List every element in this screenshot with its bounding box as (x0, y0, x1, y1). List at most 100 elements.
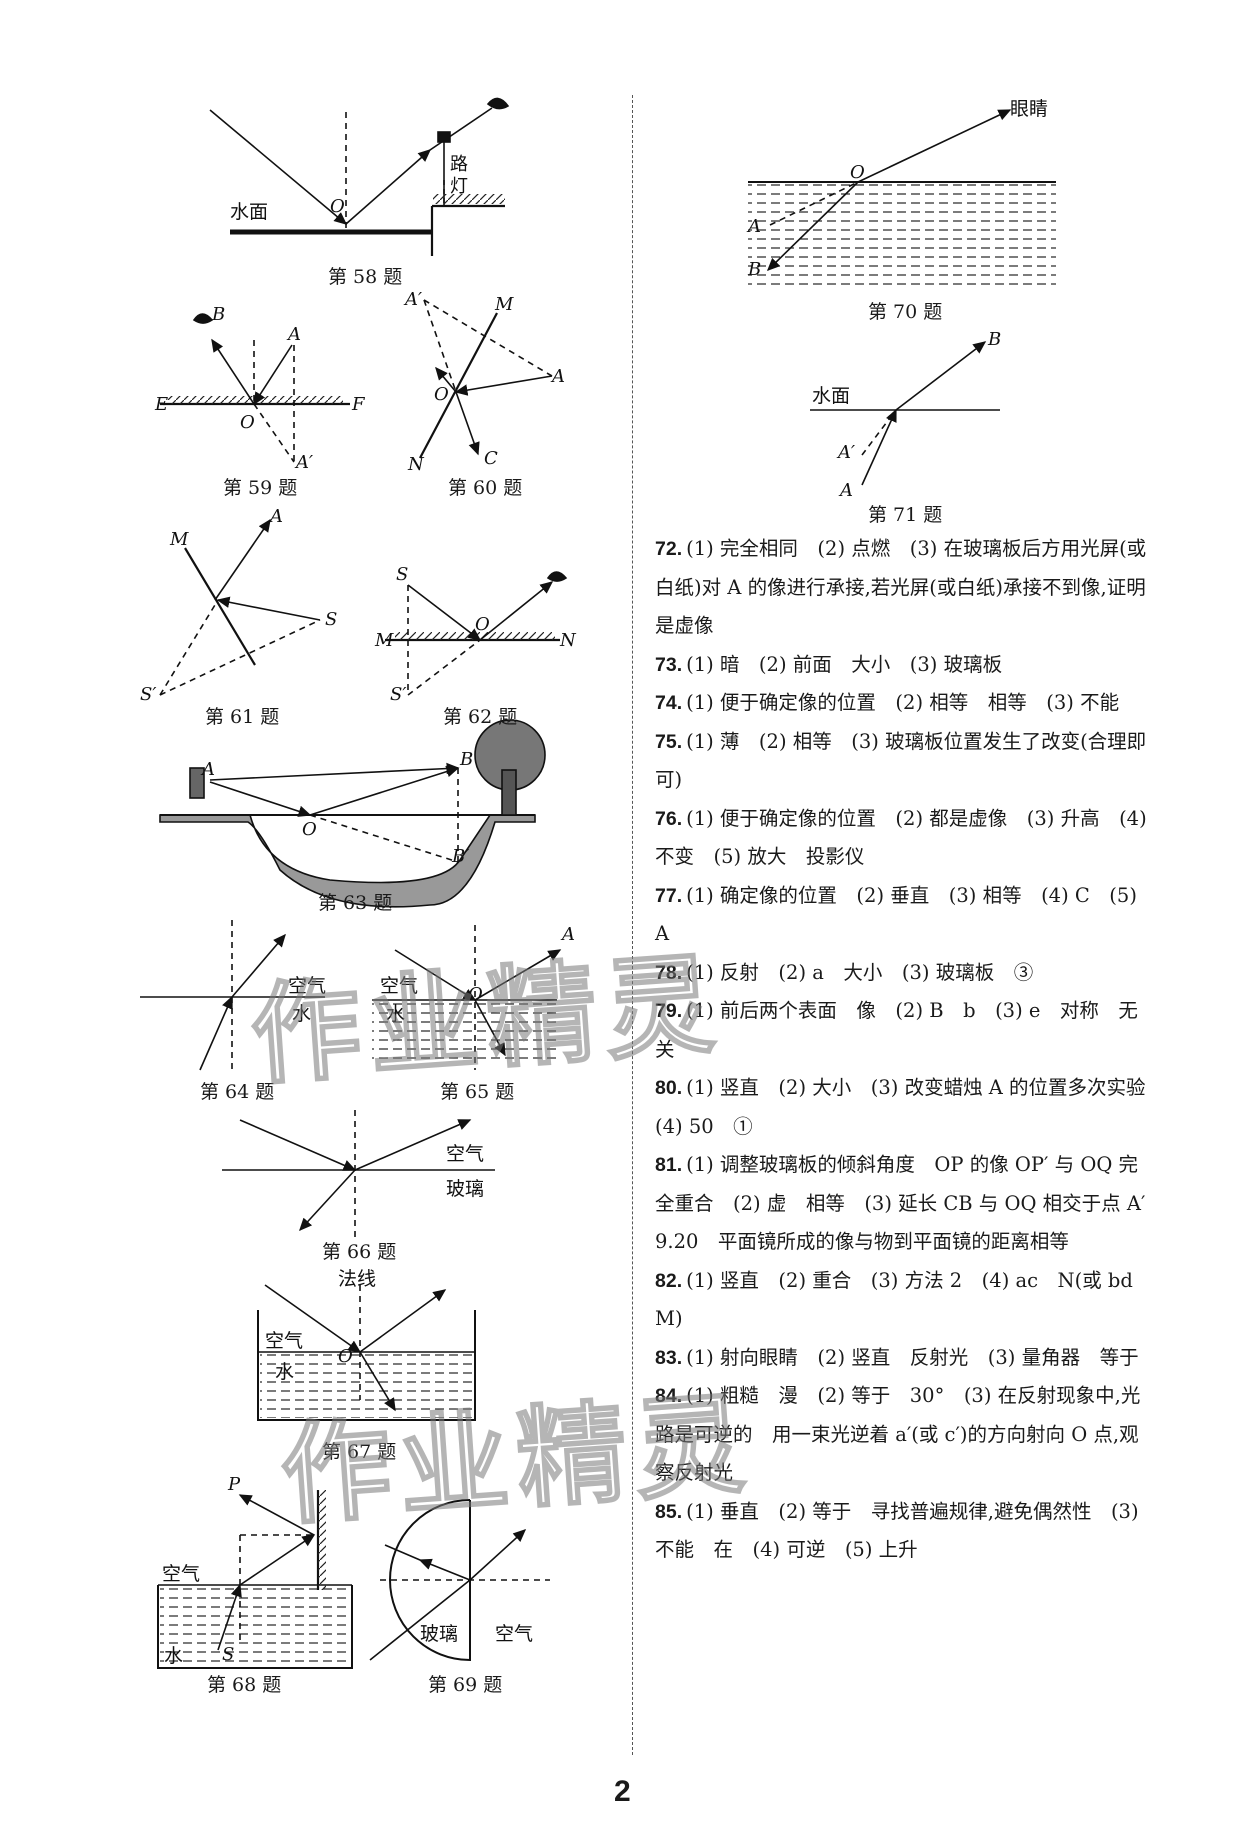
answer-75: 75.(1) 薄 (2) 相等 (3) 玻璃板位置发生了改变(合理即可) (655, 729, 1147, 792)
answer-83: 83.(1) 射向眼睛 (2) 竖直 反射光 (3) 量角器 等于 (655, 1345, 1139, 1369)
answer-81: 81.(1) 调整玻璃板的倾斜角度 OP 的像 OP′ 与 OQ 完全重合 (2… (655, 1153, 1165, 1253)
svg-text:A: A (550, 366, 565, 387)
answer-80: 80.(1) 竖直 (2) 大小 (3) 改变蜡烛 A 的位置多次实验 (4) … (655, 1076, 1166, 1138)
answer-73: 73.(1) 暗 (2) 前面 大小 (3) 玻璃板 (655, 652, 1003, 676)
svg-text:P: P (227, 1474, 241, 1495)
label-street-lamp-char2: 灯 (450, 176, 468, 197)
svg-text:A: A (268, 506, 283, 527)
answer-78: 78.(1) 反射 (2) a 大小 (3) 玻璃板 ③ (655, 960, 1034, 984)
figure-q60 (419, 299, 553, 459)
label-air-q67: 空气 (265, 1330, 303, 1352)
watermark-logo: 作业精灵 (246, 939, 728, 1102)
figure-q59 (160, 313, 350, 463)
label-glass-q69: 玻璃 (420, 1623, 458, 1645)
svg-text:M: M (169, 529, 189, 550)
answer-76: 76.(1) 便于确定像的位置 (2) 都是虚像 (3) 升高 (4) 不变 (… (655, 806, 1147, 869)
caption-q63: 第 63 题 (318, 892, 393, 914)
figure-q62 (385, 571, 568, 696)
answer-85: 85.(1) 垂直 (2) 等于 寻找普遍规律,避免偶然性 (3) 不能 在 (… (655, 1499, 1139, 1562)
label-water-surface-q58: 水面 (230, 201, 268, 223)
figure-q68 (157, 1490, 353, 1669)
answer-list: 72.(1) 完全相同 (2) 点燃 (3) 在玻璃板后方用光屏(或白纸)对 A… (655, 530, 1166, 1570)
caption-q71: 第 71 题 (868, 504, 943, 526)
label-water-surface-q71: 水面 (812, 385, 850, 407)
svg-text:B′: B′ (451, 846, 469, 867)
label-air-q64: 空气 (288, 975, 326, 997)
svg-text:O: O (434, 384, 449, 405)
svg-text:O: O (850, 162, 865, 183)
svg-text:B: B (747, 259, 761, 280)
svg-text:M: M (494, 294, 514, 315)
label-air-q65: 空气 (380, 975, 418, 997)
label-air-q68: 空气 (162, 1563, 200, 1585)
svg-text:N: N (559, 630, 577, 651)
caption-q58: 第 58 题 (328, 266, 403, 288)
svg-text:B: B (211, 304, 225, 325)
svg-text:C: C (484, 448, 498, 469)
figure-q66 (222, 1110, 495, 1240)
answer-72: 72.(1) 完全相同 (2) 点燃 (3) 在玻璃板后方用光屏(或白纸)对 A… (655, 537, 1147, 637)
svg-text:S: S (222, 1644, 234, 1665)
svg-text:A: A (746, 216, 761, 237)
svg-text:O: O (475, 614, 490, 635)
svg-text:A: A (286, 324, 301, 345)
svg-text:F: F (351, 394, 366, 415)
svg-text:B: B (459, 749, 473, 770)
figure-q69 (369, 1499, 550, 1662)
svg-text:O: O (302, 819, 317, 840)
caption-q66: 第 66 题 (322, 1241, 397, 1263)
svg-text:A′: A′ (836, 442, 855, 463)
answer-77: 77.(1) 确定像的位置 (2) 垂直 (3) 相等 (4) C (5) A (655, 883, 1137, 946)
svg-text:B: B (987, 329, 1001, 350)
svg-text:O: O (240, 412, 255, 433)
svg-text:S′: S′ (390, 684, 406, 705)
label-street-lamp-char1: 路 (450, 154, 468, 175)
figure-q64 (140, 920, 325, 1071)
column-divider (632, 95, 633, 1755)
label-water-q65: 水 (386, 1003, 405, 1025)
svg-text:S′: S′ (140, 684, 156, 705)
answer-82: 82.(1) 竖直 (2) 重合 (3) 方法 2 (4) ac N(或 bd … (655, 1268, 1153, 1331)
caption-q70: 第 70 题 (868, 301, 943, 323)
figure-q70 (748, 109, 1056, 287)
svg-text:S: S (396, 564, 408, 585)
svg-text:S: S (325, 609, 337, 630)
svg-text:N: N (407, 454, 425, 475)
label-air-q69: 空气 (495, 1623, 533, 1645)
figure-q58 (209, 97, 510, 256)
label-water-q68: 水 (164, 1645, 183, 1667)
svg-text:O: O (468, 984, 483, 1005)
caption-q59: 第 59 题 (223, 477, 298, 499)
caption-q64: 第 64 题 (200, 1081, 275, 1103)
caption-q61: 第 61 题 (205, 706, 280, 728)
answer-79: 79.(1) 前后两个表面 像 (2) B b (3) e 对称 无关 (655, 999, 1138, 1061)
watermark-logo: 作业精灵 (276, 1379, 758, 1542)
caption-q65: 第 65 题 (440, 1081, 515, 1103)
label-water-q67: 水 (275, 1361, 294, 1383)
answer-84: 84.(1) 粗糙 漫 (2) 等于 30° (3) 在反射现象中,光路是可逆的… (655, 1384, 1141, 1484)
label-glass-q66: 玻璃 (446, 1178, 484, 1200)
caption-q68: 第 68 题 (207, 1674, 282, 1696)
svg-text:A′: A′ (294, 452, 313, 473)
figure-q65 (372, 925, 562, 1070)
figure-q61 (159, 518, 321, 696)
svg-text:A: A (838, 480, 853, 501)
label-air-q66: 空气 (446, 1143, 484, 1165)
answer-74: 74.(1) 便于确定像的位置 (2) 相等 相等 (3) 不能 (655, 691, 1120, 714)
figure-q67 (257, 1284, 476, 1421)
svg-text:A′: A′ (403, 289, 422, 310)
label-normal-q67: 法线 (338, 1268, 376, 1290)
label-water-q64: 水 (292, 1003, 311, 1025)
label-eye-q70: 眼睛 (1010, 98, 1048, 120)
svg-text:M: M (374, 630, 394, 651)
figure-q71 (810, 341, 1000, 486)
svg-text:A: A (200, 759, 215, 780)
svg-text:E: E (154, 394, 168, 415)
caption-q69: 第 69 题 (428, 1674, 503, 1696)
caption-q62: 第 62 题 (443, 706, 518, 728)
page-number: 2 (614, 1775, 631, 1808)
caption-q60: 第 60 题 (448, 477, 523, 499)
svg-text:A: A (560, 924, 575, 945)
caption-q67: 第 67 题 (322, 1441, 397, 1463)
